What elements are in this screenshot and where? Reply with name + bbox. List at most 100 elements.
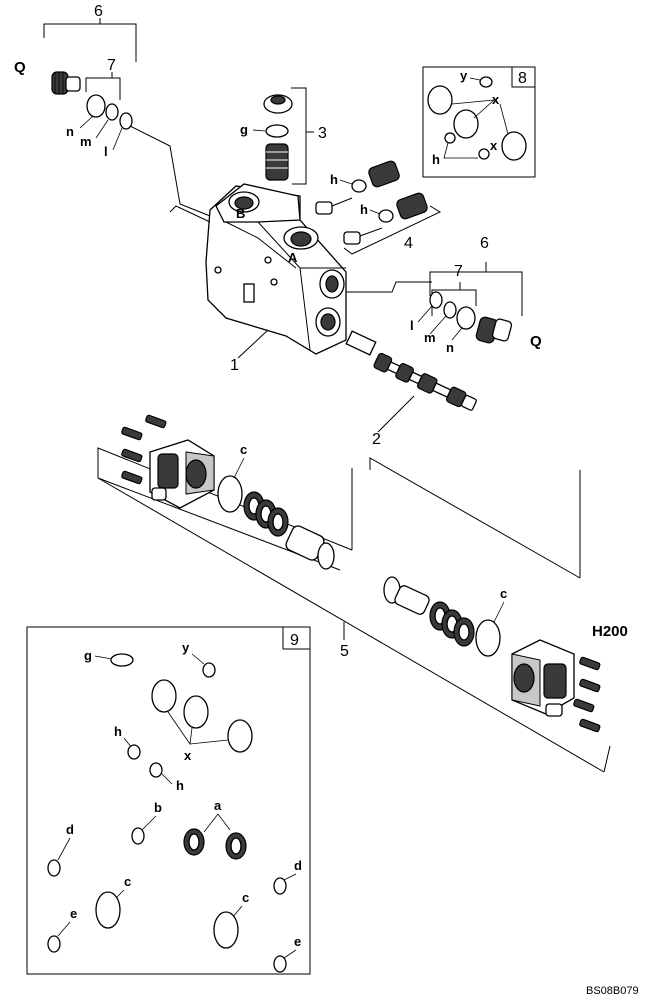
seal-x2-kit8 xyxy=(453,109,479,139)
seal-x2-kit9 xyxy=(183,695,209,729)
relief-valve-group-left: 6 7 Q n m l xyxy=(14,3,211,217)
callout-3: 3 xyxy=(318,125,327,142)
valve-body: B A 1 xyxy=(169,183,347,374)
seal-e2-kit9 xyxy=(273,955,287,973)
poppet-lower xyxy=(343,231,361,245)
seal-c2-kit9 xyxy=(213,911,239,949)
callout-2: 2 xyxy=(372,431,381,448)
cap-bolts-right xyxy=(573,656,601,733)
callout-y-kit8: y xyxy=(460,68,468,83)
o-ring-n-right xyxy=(456,306,476,330)
drawing-code: BS08B079 xyxy=(586,985,639,997)
callout-n-right: n xyxy=(446,340,454,355)
callout-7-right: 7 xyxy=(454,263,463,280)
callout-a-kit9: a xyxy=(214,798,222,813)
seal-kit-box-9: 9 g y x h h b a d d c xyxy=(26,626,311,975)
callout-x-kit8-upper: x xyxy=(492,92,500,107)
spring-left xyxy=(243,491,289,537)
o-ring-h-upper xyxy=(351,179,367,193)
seal-h1-kit8 xyxy=(444,132,456,144)
callout-h-kit8: h xyxy=(432,152,440,167)
spring-seat-right xyxy=(383,576,430,615)
callout-c-left: c xyxy=(240,442,247,457)
mount-slot xyxy=(243,283,255,303)
o-ring-c-right xyxy=(475,619,501,657)
callout-6-left: 6 xyxy=(94,3,103,20)
seal-x1-kit9 xyxy=(151,679,177,713)
callout-c-kit9-left: c xyxy=(124,874,131,889)
seal-c1-kit9 xyxy=(95,891,121,929)
callout-4: 4 xyxy=(404,235,413,252)
callout-g-top: g xyxy=(240,122,248,137)
seal-g-kit9 xyxy=(110,653,134,667)
callout-m-right: m xyxy=(424,330,436,345)
callout-x-kit9: x xyxy=(184,748,192,763)
callout-Q-right: Q xyxy=(530,333,542,350)
spool: 2 xyxy=(345,330,477,448)
seal-h2-kit9 xyxy=(149,762,163,778)
kit-number-8: 8 xyxy=(518,70,527,87)
backup-ring-m-right xyxy=(443,301,457,319)
callout-x-kit8-lower: x xyxy=(490,138,498,153)
callout-c-kit9-right: c xyxy=(242,890,249,905)
port-label-A: A xyxy=(288,250,298,265)
callout-e-kit9-right: e xyxy=(294,934,301,949)
callout-h-upper: h xyxy=(330,172,338,187)
o-ring-c-left xyxy=(217,475,243,513)
kit-number-9: 9 xyxy=(290,632,299,649)
port-label-B: B xyxy=(236,206,245,221)
o-ring-h-lower xyxy=(378,209,394,223)
callout-g-kit9: g xyxy=(84,648,92,663)
callout-1: 1 xyxy=(230,357,239,374)
spring-seat-left xyxy=(285,525,335,570)
seal-d1-kit9 xyxy=(47,859,61,877)
callout-e-kit9-left: e xyxy=(70,906,77,921)
backup-ring-m-left xyxy=(105,103,119,121)
poppet-upper xyxy=(315,201,333,215)
callout-l-left: l xyxy=(104,144,108,159)
part-3-group: g 3 xyxy=(240,87,327,185)
seal-h2-kit8 xyxy=(478,148,490,160)
callout-c-right: c xyxy=(500,586,507,601)
spring-plug xyxy=(265,143,289,181)
seal-x1-kit8 xyxy=(427,85,453,115)
seal-y-kit8 xyxy=(479,76,493,88)
callout-h-lower: h xyxy=(360,202,368,217)
callout-d-kit9-right: d xyxy=(294,858,302,873)
seal-e1-kit9 xyxy=(47,935,61,953)
model-label: H200 xyxy=(592,623,628,640)
callout-d-kit9-left: d xyxy=(66,822,74,837)
callout-l-right: l xyxy=(410,318,414,333)
callout-5: 5 xyxy=(340,643,349,660)
seal-h1-kit9 xyxy=(127,744,141,760)
spring-right xyxy=(429,601,475,647)
seal-d2-kit9 xyxy=(273,877,287,895)
relief-plug-right xyxy=(475,316,513,344)
seal-x3-kit8 xyxy=(501,131,527,161)
seal-x3-kit9 xyxy=(227,719,253,753)
seal-kit-box-8: 8 y x x h xyxy=(422,66,536,178)
o-ring-l-right xyxy=(429,291,443,309)
callout-b-kit9: b xyxy=(154,800,162,815)
check-spring-upper xyxy=(368,160,400,188)
callout-h-kit9-lower: h xyxy=(176,778,184,793)
callout-Q-left: Q xyxy=(14,59,26,76)
part-4-group: h h 4 xyxy=(315,160,442,255)
callout-6-right: 6 xyxy=(480,235,489,252)
callout-m-left: m xyxy=(80,134,92,149)
part-5-group: 5 c xyxy=(97,414,611,773)
o-ring-l-left xyxy=(119,112,133,130)
o-ring-n-left xyxy=(86,94,106,118)
seal-y-kit9 xyxy=(202,662,216,678)
seal-b-kit9 xyxy=(131,827,145,845)
end-cap-right xyxy=(511,639,575,717)
callout-7-left: 7 xyxy=(107,57,116,74)
callout-h-kit9-upper: h xyxy=(114,724,122,739)
callout-y-kit9: y xyxy=(182,640,190,655)
check-spring-lower xyxy=(396,192,428,220)
relief-valve-group-right: 6 7 l m n Q xyxy=(346,235,542,355)
o-ring-g xyxy=(265,124,289,138)
end-cap-left xyxy=(149,439,215,509)
relief-plug-left xyxy=(51,71,81,95)
